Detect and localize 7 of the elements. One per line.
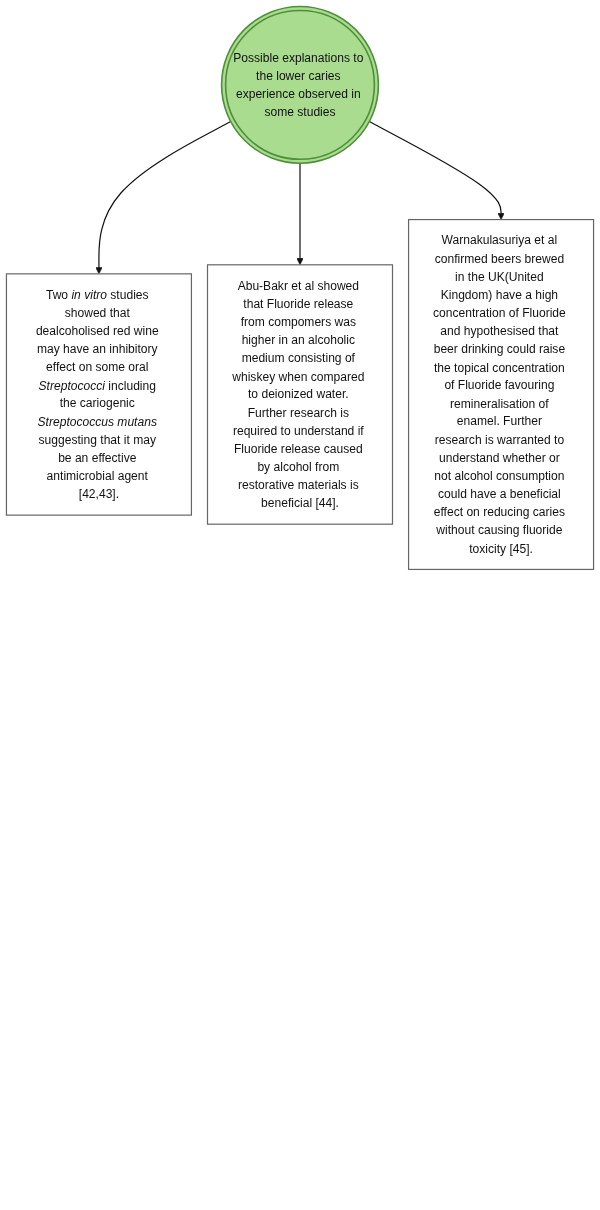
node-circle: Possible explanations to the lower caries experience observed in some studies: [220, 5, 380, 165]
arrow: [296, 162, 304, 266]
node-box: Two in vitro studies showed that dealcoholised red wine may have an inhibitory effect on some oral Streptococci including the cariogenic Streptococcus mutans suggesting that it may be an effective antimicrobial agent [42,43].: [5, 273, 193, 516]
node-box: Abu-Bakr et al showed that Fluoride release from compomers was higher in an alcoholic medium consisting of whiskey when compared to deionized water. Further research is required to understand if Fluoride release caused by alcohol from restorative materials is beneficial [44].: [206, 264, 394, 525]
arrow: [368, 120, 505, 220]
node-box: Warnakulasuriya et al confirmed beers brewed in the UK(United Kingdom) have a high concentration of Fluoride and hypothesised that beer drinking could raise the topical concentration of Fluoride favouring remineralisation of enamel. Further research is warranted to understand whether or not alcohol consumption could have a beneficial effect on reducing caries without causing fluoride toxicity [45].: [407, 218, 595, 571]
arrow: [95, 120, 232, 275]
